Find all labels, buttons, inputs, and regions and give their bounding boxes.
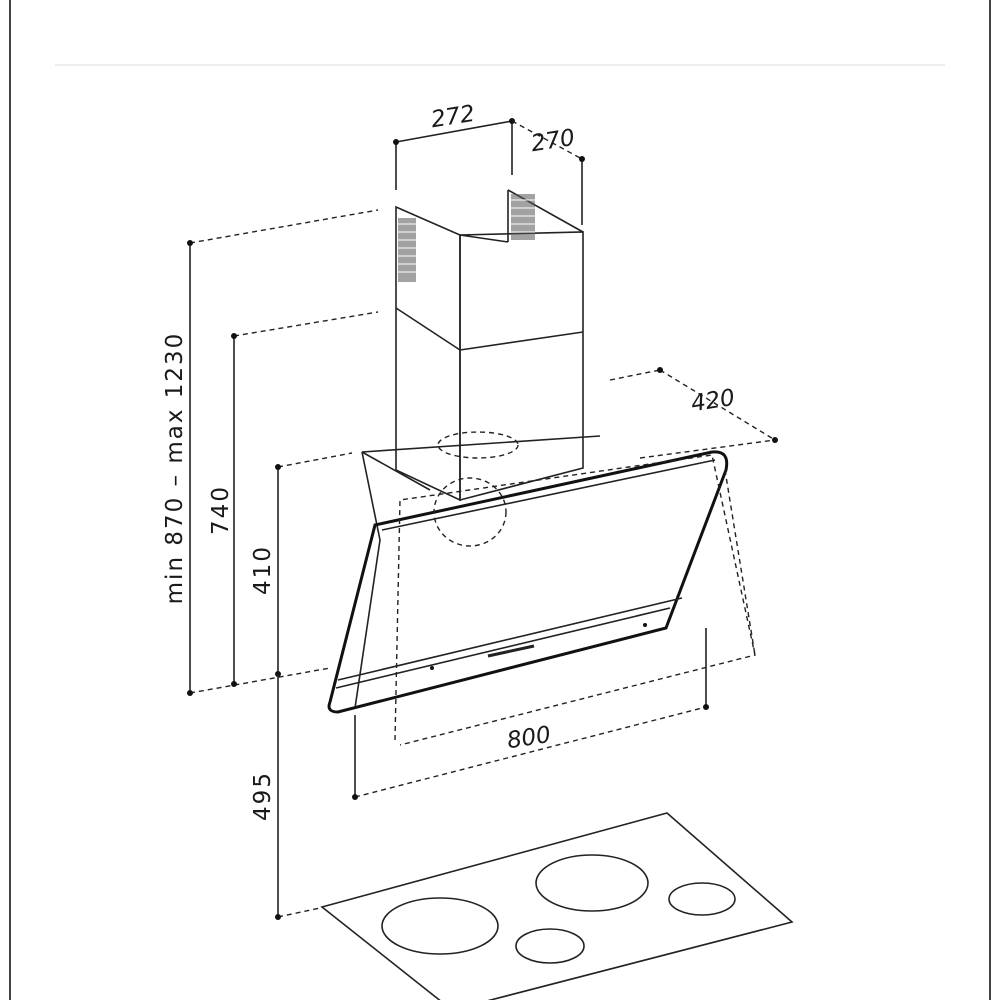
page-frame (9, 0, 991, 1000)
label-410: 410 (250, 545, 276, 595)
label-800: 800 (505, 722, 552, 755)
hood-body (327, 435, 756, 746)
label-total-height: min 870 – max 1230 (162, 332, 188, 605)
left-vent-grille (398, 218, 416, 282)
dimension-lines (187, 118, 778, 920)
chimney (395, 189, 584, 502)
right-vent-grille (511, 194, 535, 240)
label-740: 740 (208, 485, 234, 535)
label-495: 495 (250, 771, 276, 821)
cooktop (320, 812, 794, 1000)
dimension-labels: 272 270 420 800 min 870 – max 1230 740 4… (162, 101, 737, 821)
